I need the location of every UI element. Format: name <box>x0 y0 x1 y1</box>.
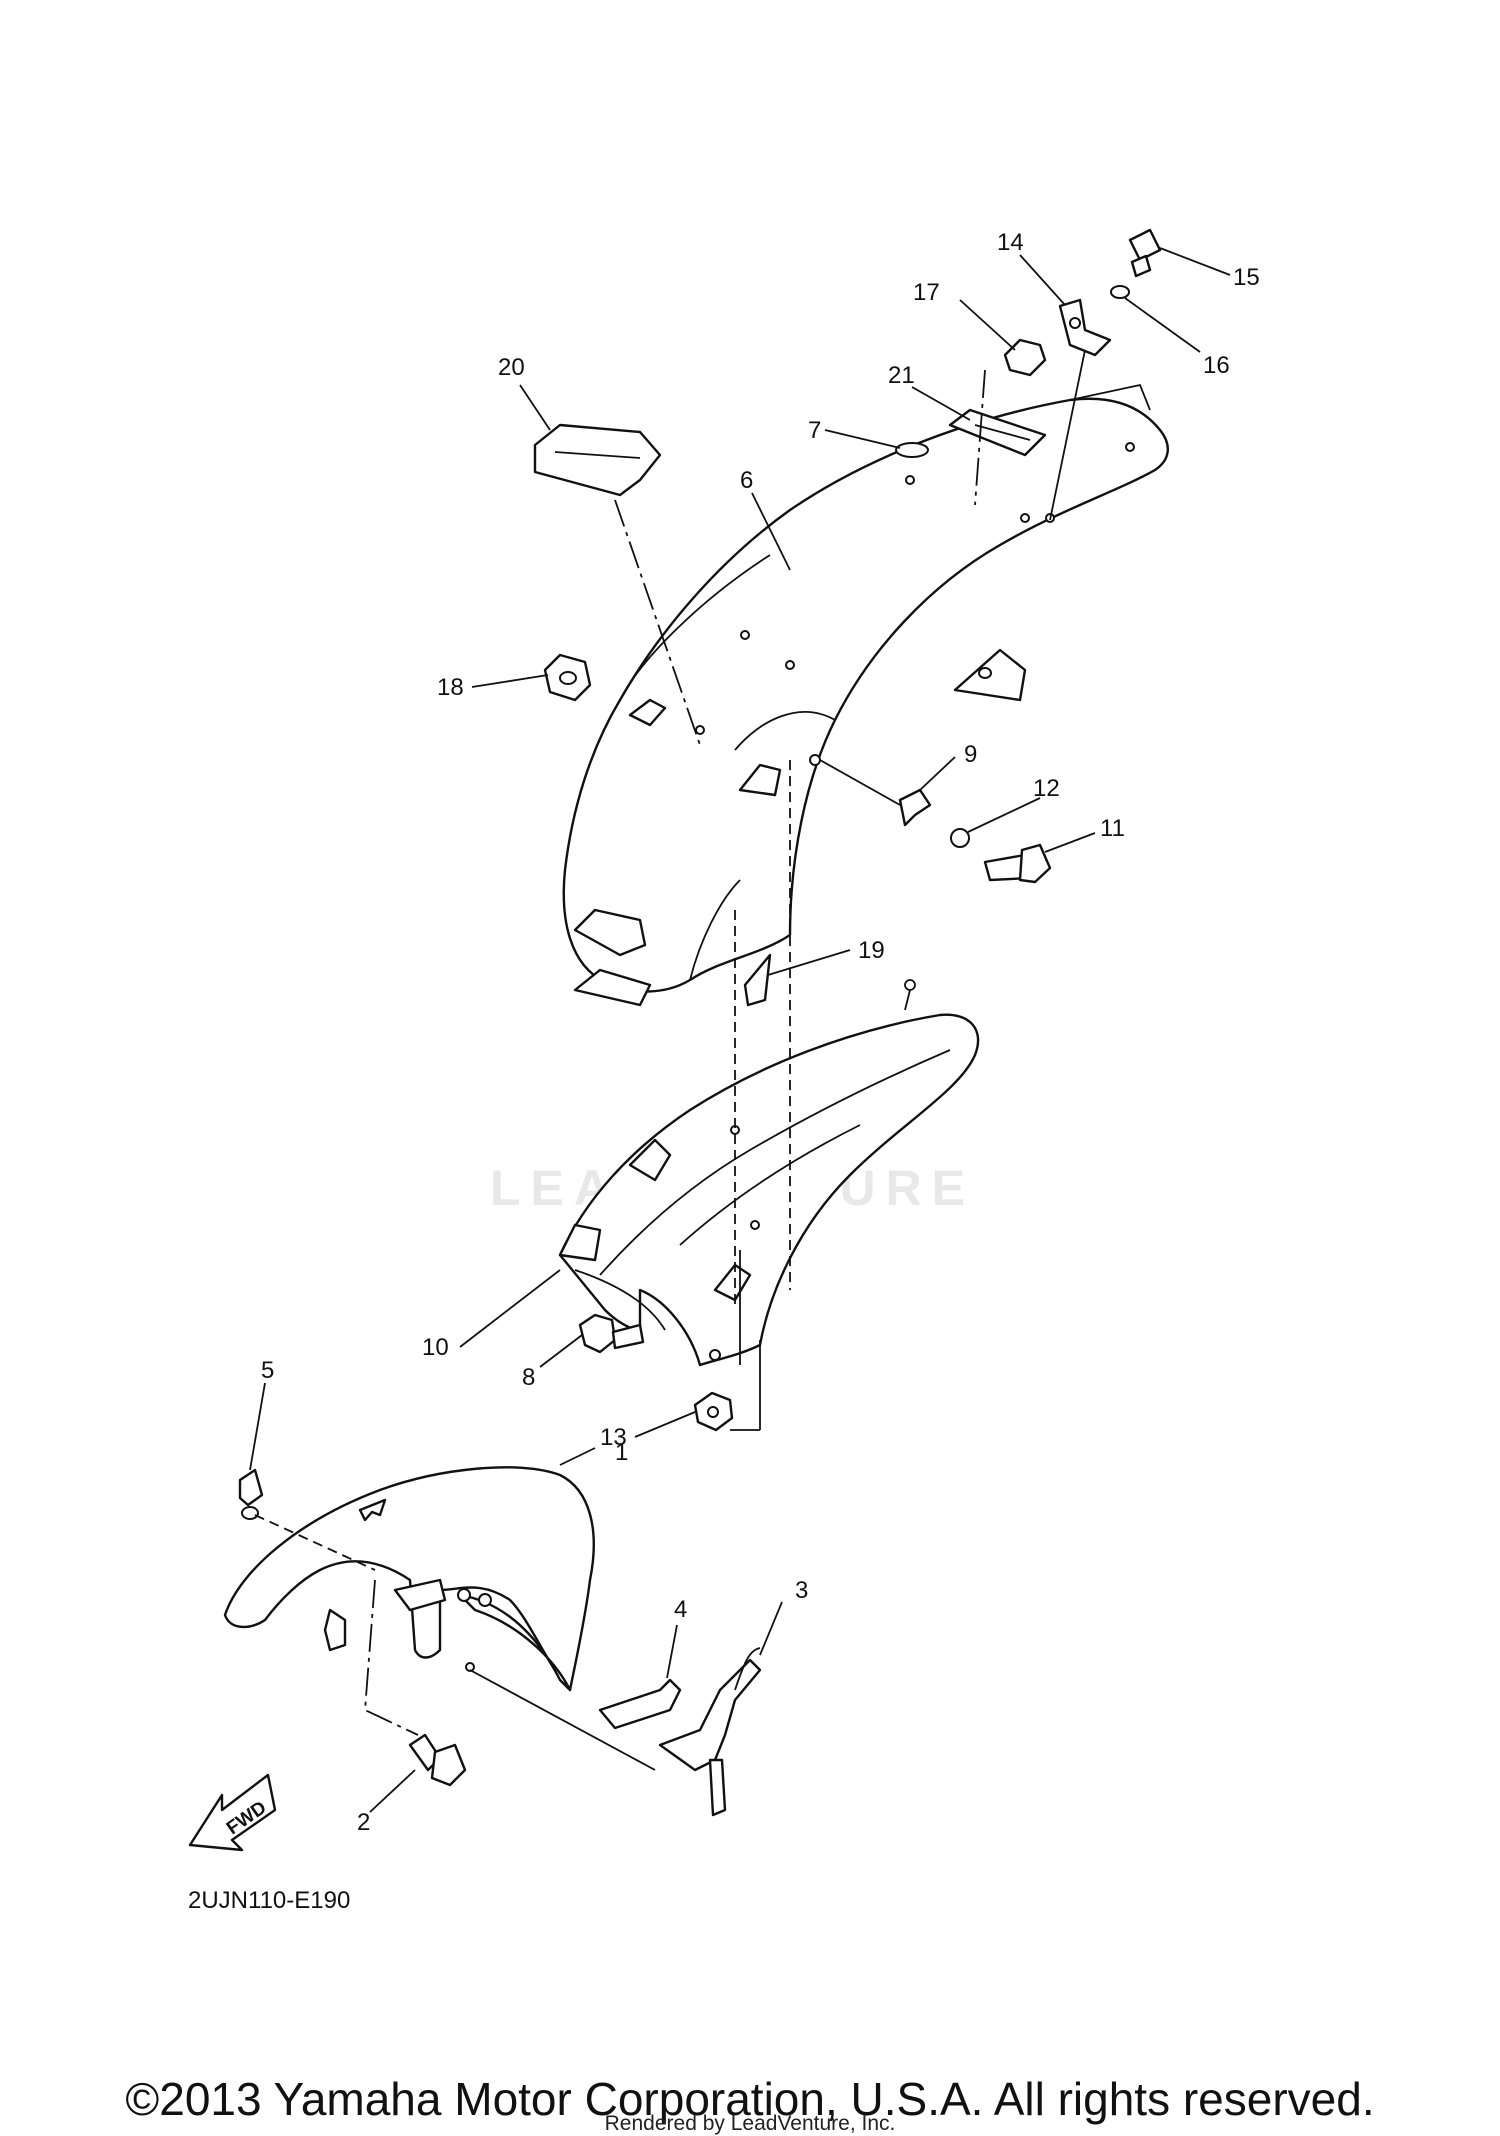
callout-5[interactable]: 5 <box>261 1357 274 1384</box>
callout-13[interactable]: 13 <box>600 1424 627 1451</box>
pad-19[interactable] <box>743 953 772 1007</box>
callout-6[interactable]: 6 <box>740 467 753 494</box>
bracket-14[interactable] <box>1058 298 1112 357</box>
nut-13[interactable] <box>693 1391 734 1432</box>
callout-20[interactable]: 20 <box>498 354 525 381</box>
clip-5[interactable] <box>238 1468 264 1520</box>
callout-11[interactable]: 11 <box>1100 815 1125 842</box>
fwd-arrow-icon: FWD <box>188 1773 277 1852</box>
callout-12[interactable]: 12 <box>1033 775 1060 802</box>
callout-1[interactable]: 1 <box>615 1439 628 1466</box>
callout-7[interactable]: 7 <box>808 417 821 444</box>
callout-15[interactable]: 15 <box>1233 264 1260 291</box>
callout-8[interactable]: 8 <box>522 1364 535 1391</box>
bolt-15[interactable] <box>1128 228 1162 278</box>
callout-19[interactable]: 19 <box>858 937 885 964</box>
callout-14[interactable]: 14 <box>997 229 1024 256</box>
bolt-11[interactable] <box>983 843 1052 884</box>
holder-3[interactable] <box>658 1647 762 1817</box>
callout-10[interactable]: 10 <box>422 1334 449 1361</box>
callout-numbers: 1 2 3 4 5 6 7 8 9 10 11 12 13 14 15 16 1… <box>261 229 1260 1836</box>
callout-4[interactable]: 4 <box>674 1596 687 1623</box>
clip-9[interactable] <box>898 788 932 827</box>
callout-16[interactable]: 16 <box>1203 352 1230 379</box>
callout-9[interactable]: 9 <box>964 741 977 768</box>
washer-12[interactable] <box>950 828 970 848</box>
callout-2[interactable]: 2 <box>357 1809 370 1836</box>
callout-18[interactable]: 18 <box>437 674 464 701</box>
copyright-notice: ©2013 Yamaha Motor Corporation, U.S.A. A… <box>125 2073 1375 2125</box>
bolt-2[interactable] <box>408 1733 467 1787</box>
callout-21[interactable]: 21 <box>888 362 915 389</box>
callout-17[interactable]: 17 <box>913 279 940 306</box>
washer-7[interactable] <box>895 442 929 458</box>
grommet-18[interactable] <box>543 653 592 702</box>
callout-3[interactable]: 3 <box>795 1577 808 1604</box>
leader-lines <box>249 247 1231 1813</box>
diagram-code: 2UJN110-E190 <box>188 1887 350 1914</box>
washer-16[interactable] <box>1110 285 1130 299</box>
rear-fender[interactable] <box>562 383 1169 1007</box>
bolt-8[interactable] <box>578 1313 645 1354</box>
nut-17[interactable] <box>1003 338 1047 377</box>
inner-fender[interactable] <box>558 979 980 1367</box>
emblem[interactable] <box>948 408 1047 457</box>
assembly-lines <box>254 349 1086 1771</box>
rendered-by-notice: Rendered by LeadVenture, Inc. <box>604 2112 896 2135</box>
bracket-4[interactable] <box>598 1678 682 1730</box>
front-fender[interactable] <box>223 1466 595 1692</box>
label-sticker[interactable] <box>533 423 662 497</box>
